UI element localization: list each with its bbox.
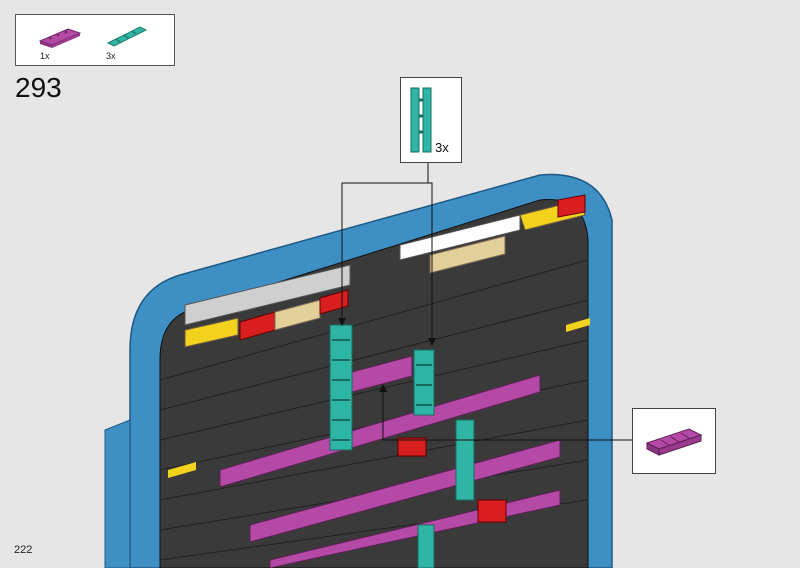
step-number: 293 — [15, 72, 62, 103]
part-qty-ladder: 3x — [106, 51, 116, 61]
teal-ladder-piece-icon — [410, 87, 432, 153]
part-qty-fence: 1x — [40, 51, 50, 61]
ladder-callout: 3x — [400, 77, 462, 163]
ladder-left — [329, 324, 353, 451]
ladder-mid — [413, 349, 435, 416]
parts-list-box: 1x 3x — [15, 14, 175, 66]
fence-callout — [632, 408, 716, 474]
callout-ladder-qty: 3x — [435, 140, 449, 155]
teal-ladder-piece-icon — [106, 26, 148, 47]
magenta-fence-brick-icon — [38, 28, 82, 48]
magenta-fence-brick-icon — [645, 428, 703, 456]
page-number: 222 — [14, 544, 33, 556]
